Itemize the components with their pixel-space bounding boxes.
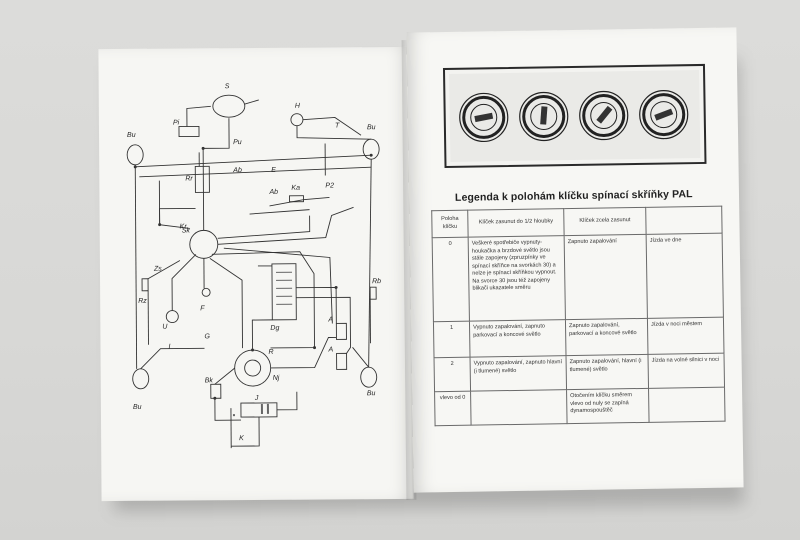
diagram-label: T [335, 122, 340, 129]
cell-half [470, 389, 568, 426]
regulator-symbol [271, 263, 297, 321]
cell-half: Vypnuto zapalování, zapnuto hlavní (i tl… [470, 355, 567, 392]
cell-full: Otočením klíčku směrem vlevo od nuly se … [566, 388, 650, 424]
header-position: Poloha klíčku [431, 210, 469, 238]
cell-full: Zapnuto zapalování, parkovací a koncové … [565, 318, 648, 356]
diagram-label: E [271, 167, 276, 174]
diagram-label: Bk [205, 377, 214, 384]
cell-half: Veškeré spotřebiče vypnuty-houkačka a br… [468, 235, 566, 322]
cell-note [648, 387, 726, 423]
switch-positions-photo [442, 63, 707, 169]
diagram-label: F [200, 305, 205, 312]
diagram-label: Bu [367, 124, 376, 131]
diagram-label: P2 [325, 182, 334, 189]
diagram-label: Pu [233, 139, 242, 146]
header-note [645, 206, 723, 235]
diagram-label: J [254, 395, 259, 402]
diagram-label: Dg [270, 325, 279, 332]
left-page: S Pi Rr Pu H T Bu Bu Ab E Ab Ka P2 Sk Zs… [98, 46, 414, 502]
table-row: vlevo od 0 Otočením klíčku směrem vlevo … [434, 387, 726, 426]
diagram-label: U [162, 324, 168, 331]
header-half-inserted: Klíček zasunut do 1/2 hloubky [467, 208, 565, 238]
diagram-label: R [269, 349, 274, 356]
diagram-label: A [328, 346, 334, 353]
table-row: 0 Veškeré spotřebiče vypnuty-houkačka a … [432, 233, 724, 322]
diagram-label: Nj [273, 375, 280, 382]
diagram-label: Bu [133, 404, 142, 411]
key-dial-icon [459, 92, 509, 143]
diagram-label: Kr [180, 223, 188, 230]
diagram-label: Rr [185, 175, 193, 182]
diagram-label: G [204, 333, 210, 340]
cell-half: Vypnuto zapalování, zapnuto parkovací a … [469, 319, 567, 358]
header-fully-inserted: Klíček zcela zasunut [563, 207, 647, 236]
cell-note: Jízda ve dne [646, 233, 724, 319]
table-row: 1 Vypnuto zapalování, zapnuto parkovací … [433, 317, 724, 358]
diagram-label: Ka [291, 185, 300, 192]
diagram-label: Sk [182, 227, 191, 234]
cell-note: Jízda v noci městem [647, 317, 724, 355]
diagram-label: H [295, 103, 301, 110]
key-dial-icon [639, 89, 689, 140]
battery-symbol [240, 402, 278, 418]
diagram-label: I [168, 344, 170, 351]
right-page: Legenda k polohám klíčku spínací skříňky… [406, 27, 744, 493]
diagram-label: Rz [138, 298, 147, 305]
table-row: 2 Vypnuto zapalování, zapnuto hlavní (i … [434, 353, 725, 392]
cell-position: 2 [434, 357, 471, 392]
diagram-label: Bu [127, 132, 136, 139]
legend-title: Legenda k polohám klíčku spínací skříňky… [454, 188, 693, 204]
cell-position: 1 [433, 321, 471, 358]
wiring-diagram: S Pi Rr Pu H T Bu Bu Ab E Ab Ka P2 Sk Zs… [126, 83, 381, 449]
key-dials [459, 89, 689, 143]
headlamp-symbol [212, 94, 246, 118]
dynamo-symbol [234, 349, 272, 387]
cell-full: Zapnuto zapalování, hlavní (i tlumené) s… [566, 354, 649, 390]
diagram-label: Pi [173, 120, 180, 127]
diagram-label: S [225, 83, 230, 90]
diagram-label: Rb [372, 278, 381, 285]
legend-table: Poloha klíčku Klíček zasunut do 1/2 hlou… [431, 206, 726, 427]
diagram-label: Zs [153, 266, 162, 273]
key-dial-icon [579, 90, 629, 141]
key-dial-icon [519, 91, 569, 142]
cell-position: 0 [432, 237, 470, 322]
cell-position: vlevo od 0 [434, 391, 472, 426]
cell-full: Zapnuto zapalování [564, 234, 648, 320]
diagram-label: Bu [367, 390, 376, 397]
cell-note: Jízda na volné silnici v noci [647, 353, 725, 389]
diagram-label: Ab [232, 167, 242, 174]
diagram-label: K [239, 435, 244, 442]
diagram-label: Ab [268, 189, 278, 196]
diagram-label: A [327, 316, 333, 323]
